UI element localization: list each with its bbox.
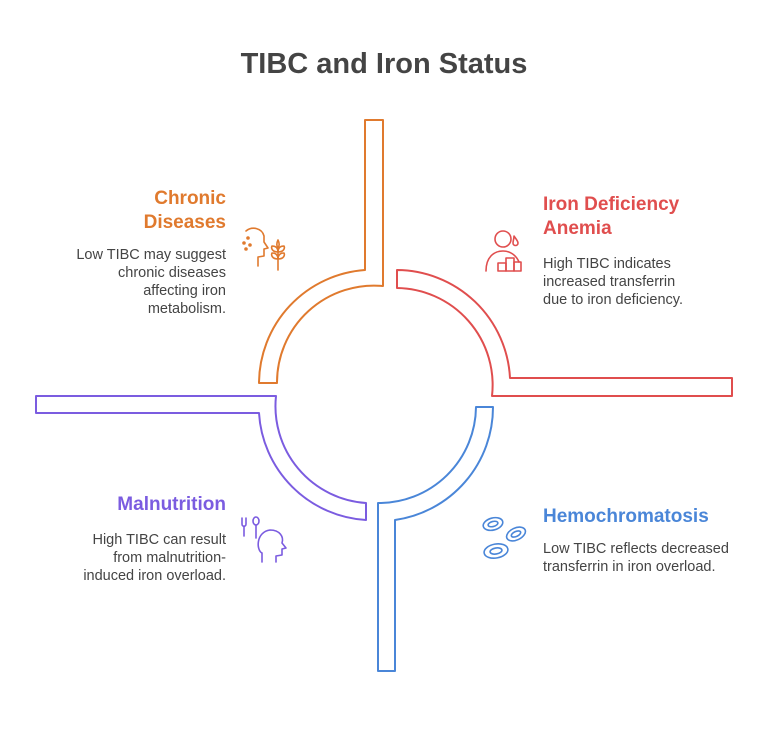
malnutrition-shape [35,395,367,521]
hemochromatosis-description: Low TIBC reflects decreased transferrin … [543,540,729,576]
hemochromatosis-title: Hemochromatosis [543,505,709,529]
hemochromatosis-title-line: Hemochromatosis [543,506,709,527]
page-title: TIBC and Iron Status [240,48,528,80]
description-line: Low TIBC may suggest [76,247,226,263]
fork-spoon-head-icon [241,516,287,563]
description-line: metabolism. [147,301,226,317]
iron-deficiency-title-line: Iron Deficiency [543,194,680,215]
description-line: due to iron deficiency. [543,292,683,308]
chronic-diseases-title: Chronic Diseases [144,187,226,235]
malnutrition-title: Malnutrition [117,493,226,517]
iron-deficiency-description: High TIBC indicates increased transferri… [543,255,683,309]
description-line: from malnutrition- [113,550,226,566]
description-line: induced iron overload. [83,568,226,584]
description-line: transferrin in iron overload. [543,559,716,575]
person-chart-icon [485,230,522,272]
description-line: affecting iron [143,283,226,299]
blood-cells-icon [482,516,527,560]
description-line: increased transferrin [543,274,676,290]
chronic-diseases-title-line: Diseases [143,212,226,233]
iron-deficiency-title-line: Anemia [543,218,612,239]
description-line: chronic diseases [118,265,226,281]
malnutrition-description: High TIBC can result from malnutrition- … [83,531,226,585]
malnutrition-title-line: Malnutrition [117,494,226,515]
hemochromatosis-shape [377,406,495,672]
description-line: High TIBC indicates [543,256,671,272]
description-line: Low TIBC reflects decreased [543,541,729,557]
description-line: High TIBC can result [92,532,226,548]
iron-deficiency-title: Iron Deficiency Anemia [543,193,679,241]
chronic-diseases-description: Low TIBC may suggest chronic diseases af… [76,246,226,318]
iron-deficiency-shape [396,269,733,397]
chronic-diseases-shape [258,119,384,384]
head-wheat-icon [242,227,286,271]
chronic-diseases-title-line: Chronic [154,188,226,209]
